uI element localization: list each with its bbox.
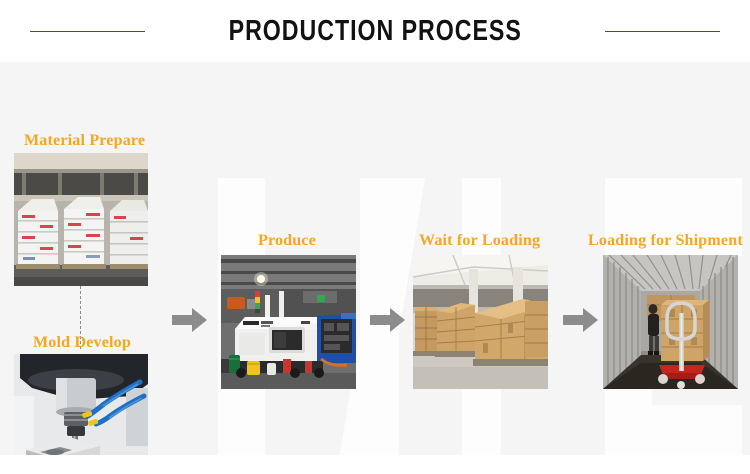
step-label-wait-for-loading: Wait for Loading [419, 232, 541, 249]
arrow-icon-3 [563, 307, 599, 333]
arrow-icon-1 [172, 307, 208, 333]
arrow-icon-2 [370, 307, 406, 333]
step-label-produce: Produce [258, 232, 316, 249]
step-image-wait-for-loading [413, 255, 548, 389]
step-image-loading-for-shipment [603, 255, 738, 389]
header-band: PRODUCTION PROCESS [0, 0, 750, 62]
step-label-loading-for-shipment: Loading for Shipment [588, 232, 743, 249]
step-image-mold-develop [14, 354, 148, 455]
step-label-mold-develop: Mold Develop [33, 334, 131, 351]
dashed-connector [80, 286, 81, 349]
process-panel: Material Prepare [0, 62, 750, 455]
step-image-produce [221, 255, 356, 389]
page-title: PRODUCTION PROCESS [228, 14, 522, 47]
step-label-material-prepare: Material Prepare [24, 132, 146, 149]
step-image-material-prepare [14, 153, 148, 286]
title-rule-left [29, 30, 145, 32]
title-rule-right [605, 30, 721, 32]
